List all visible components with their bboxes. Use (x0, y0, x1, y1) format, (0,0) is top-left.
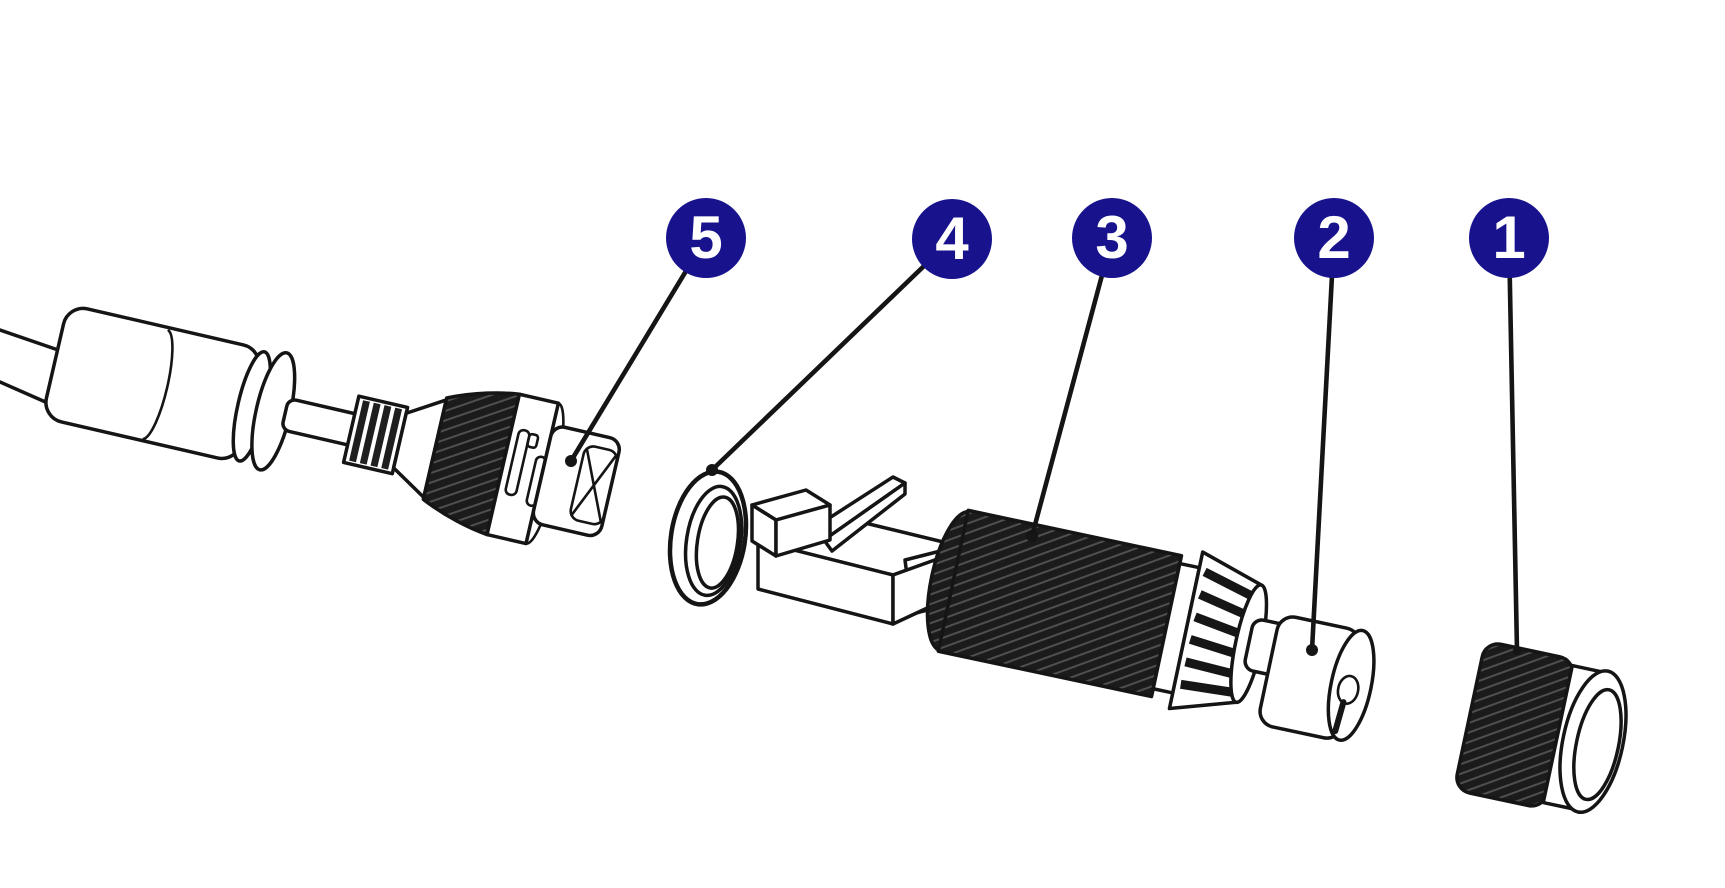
pigtail-connector (44, 306, 622, 546)
cable (0, 328, 66, 406)
gland-body (925, 508, 1300, 711)
boot-body (44, 306, 261, 461)
callout-3-label: 3 (1095, 204, 1129, 271)
callout-2: 2 (1294, 198, 1374, 278)
boot-seam (142, 329, 174, 441)
cap-opening (1572, 687, 1623, 802)
callout-4: 4 (912, 199, 992, 279)
leader-dot-5 (565, 455, 577, 467)
leader-line-1 (1506, 235, 1520, 654)
seal-grommet (1258, 615, 1376, 743)
socket-face (569, 445, 619, 526)
leader-dot-2 (1306, 644, 1318, 656)
o-ring (667, 469, 749, 607)
callout-3: 3 (1072, 198, 1152, 278)
gland-knurled-barrel (936, 508, 1184, 699)
leader-line-4 (709, 236, 955, 473)
leader-dot-4 (706, 464, 718, 476)
rj45-latch-side (822, 481, 907, 553)
leader-line-3 (1029, 235, 1115, 539)
callout-4-label: 4 (935, 205, 969, 272)
callout-1: 1 (1469, 198, 1549, 278)
leader-dot-1 (1513, 647, 1521, 655)
leader-line-2 (1309, 235, 1337, 653)
callout-5: 5 (666, 198, 746, 278)
cap-nut (1455, 642, 1628, 815)
leader-line-5 (568, 235, 709, 464)
callout-5-label: 5 (689, 204, 723, 271)
leader-dot-3 (1026, 530, 1038, 542)
bayonet-slot (504, 428, 531, 497)
callout-2-label: 2 (1317, 204, 1351, 271)
callout-1-label: 1 (1492, 204, 1526, 271)
bayonet-notch (526, 432, 540, 449)
